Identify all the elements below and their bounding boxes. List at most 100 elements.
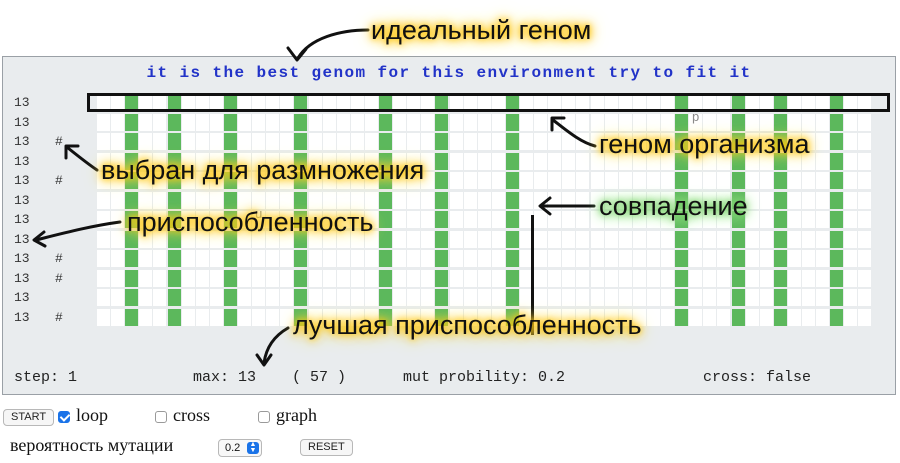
gene-cell-match (223, 289, 237, 306)
gene-cell (407, 191, 421, 209)
gene-cell (393, 308, 407, 326)
gene-cell (576, 269, 590, 287)
gene-cell (266, 191, 280, 209)
gene-cell (548, 250, 562, 267)
gene-cell (336, 133, 350, 150)
gene-cell (364, 308, 378, 326)
gene-cell (689, 289, 703, 306)
gene-cell (534, 230, 548, 248)
gene-cell-match (773, 308, 787, 326)
gene-cell (322, 152, 336, 170)
reset-button[interactable]: RESET (300, 439, 353, 456)
gene-cell (802, 250, 815, 267)
gene-cell-match (830, 289, 844, 306)
graph-label: graph (276, 405, 317, 425)
gene-cell-match (731, 172, 745, 189)
cross-checkbox[interactable] (155, 411, 167, 423)
gene-cell-match (505, 152, 519, 170)
gene-cell-match (773, 269, 787, 287)
max-readout: max: 13 (193, 369, 257, 386)
start-button[interactable]: START (3, 409, 55, 426)
gene-cell (576, 230, 590, 248)
gene-cell (858, 269, 872, 287)
gene-cell (209, 250, 223, 267)
ideal-genome: it is the best genom for this environmen… (146, 64, 752, 82)
gene-cell (181, 133, 195, 150)
gene-cell-match (675, 94, 689, 111)
gene-cell (308, 152, 322, 170)
gene-cell (816, 172, 830, 189)
gene-cell (449, 152, 463, 170)
gene-cell (153, 94, 167, 111)
gene-cell (548, 133, 562, 150)
selected-marker: # (55, 134, 63, 149)
gene-cell (632, 133, 646, 150)
gene-cell (844, 308, 858, 326)
gene-cell (421, 172, 435, 189)
gene-cell (759, 94, 773, 111)
gene-cell (759, 230, 773, 248)
loop-checkbox[interactable] (58, 411, 70, 423)
gene-cell (280, 172, 294, 189)
gene-cell-match (773, 191, 787, 209)
gene-cell (308, 269, 322, 287)
gene-cell (717, 250, 731, 267)
gene-cell (787, 211, 801, 228)
gene-cell (717, 211, 731, 228)
gene-cell (661, 250, 674, 267)
gene-cell (238, 191, 251, 209)
gene-cell-match (125, 152, 139, 170)
table-row: 13 (3, 191, 895, 211)
gene-cell (364, 269, 378, 287)
gene-cell (618, 289, 632, 306)
gene-cell (632, 289, 646, 306)
mutation-label: вероятность мутации (10, 435, 174, 455)
gene-cell (717, 191, 731, 209)
graph-checkbox[interactable] (258, 411, 270, 423)
gene-cell (745, 269, 759, 287)
gene-cell (350, 94, 364, 111)
gene-cell-match (125, 289, 139, 306)
gene-cell-match (167, 308, 181, 326)
gene-cell (266, 289, 280, 306)
gene-cell (858, 308, 872, 326)
gene-cell (802, 230, 815, 248)
gene-cell (252, 94, 266, 111)
mutation-select[interactable]: 0.2 ▲▼ (218, 439, 262, 457)
gene-cell (153, 152, 167, 170)
gene-cell (787, 289, 801, 306)
gene-cell (280, 191, 294, 209)
gene-cell (336, 308, 350, 326)
gene-cell (153, 172, 167, 189)
gene-cell (562, 152, 576, 170)
gene-cell-match (223, 191, 237, 209)
gene-cell (787, 250, 801, 267)
gene-cell (745, 113, 759, 131)
gene-cell (97, 308, 110, 326)
gene-cell (181, 94, 195, 111)
table-row: 13 (3, 288, 895, 308)
gene-cell (548, 289, 562, 306)
organism-genome (91, 269, 891, 289)
gene-cell (238, 308, 251, 326)
gene-cell (336, 211, 350, 228)
gene-cell (139, 211, 153, 228)
gene-cell (308, 94, 322, 111)
gene-cell (802, 269, 815, 287)
gene-cell (618, 172, 632, 189)
gene-cell (745, 94, 759, 111)
gene-cell (562, 269, 576, 287)
gene-cell-match (167, 269, 181, 287)
gene-cell (209, 269, 223, 287)
gene-cell (238, 133, 251, 150)
gene-cell (181, 172, 195, 189)
gene-cell (252, 289, 266, 306)
gene-cell-match (731, 191, 745, 209)
gene-cell (350, 172, 364, 189)
gene-cell (350, 308, 364, 326)
gene-cell-match (731, 289, 745, 306)
gene-cell (646, 230, 660, 248)
gene-cell (661, 133, 674, 150)
gene-cell (209, 211, 223, 228)
gene-cell (816, 113, 830, 131)
